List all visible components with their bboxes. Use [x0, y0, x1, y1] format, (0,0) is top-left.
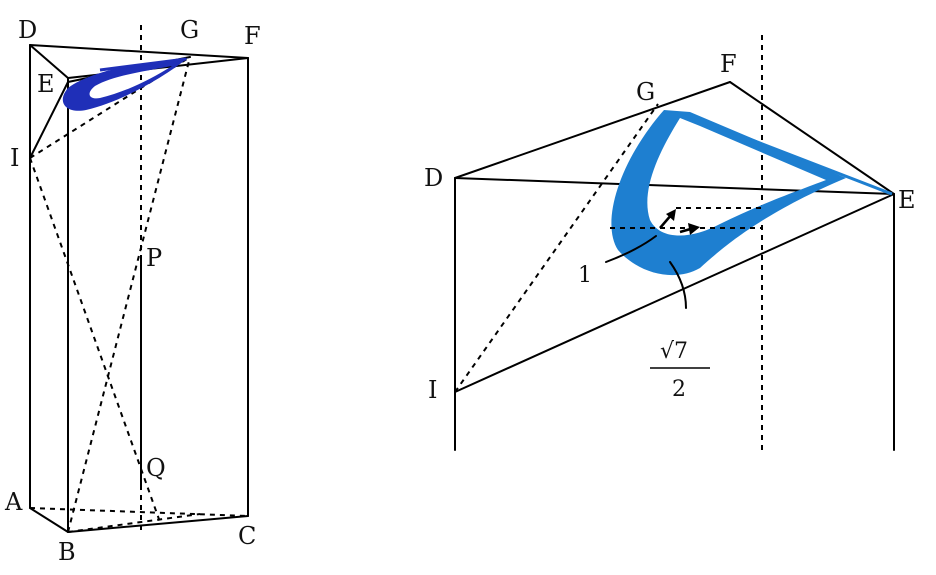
- label-E: E: [37, 70, 55, 98]
- edge-DF: [29, 44, 249, 59]
- edge-IE: [29, 81, 69, 159]
- arrowhead-outer: [688, 223, 700, 235]
- label-E: E: [898, 186, 916, 214]
- leader-1: [605, 235, 657, 263]
- label-F: F: [244, 22, 261, 50]
- ring-region-right: [611, 110, 846, 276]
- edge-FE: [729, 81, 895, 195]
- hidden-IQ: [29, 157, 161, 523]
- edge-DE: [29, 44, 69, 79]
- arrowhead-inner: [666, 209, 676, 221]
- label-D: D: [18, 16, 37, 44]
- left-prism-figure: D G F E I P Q A B C: [4, 16, 261, 566]
- edge-DE: [454, 177, 895, 195]
- leader-sqrt7-2: [669, 261, 687, 309]
- edge-DF: [454, 81, 731, 179]
- label-sqrt7-denominator: 2: [672, 377, 686, 402]
- label-G: G: [180, 16, 199, 44]
- label-C: C: [238, 522, 256, 550]
- right-prism-figure: D G F E I 1 √7 2: [424, 35, 916, 451]
- label-A: A: [4, 488, 23, 516]
- label-F: F: [720, 50, 737, 78]
- label-sqrt7-numerator: √7: [660, 339, 688, 364]
- edge-IE: [454, 193, 895, 393]
- label-B: B: [58, 538, 76, 566]
- hidden-edge-AC: [29, 507, 249, 517]
- hidden-IG: [29, 56, 191, 159]
- ring-left-chord: [99, 57, 187, 72]
- label-radius-1: 1: [578, 263, 592, 288]
- label-G: G: [636, 78, 655, 106]
- edge-AB: [29, 507, 69, 533]
- label-P: P: [146, 244, 162, 272]
- ring-region-left: [62, 58, 188, 111]
- hidden-IG: [454, 103, 659, 393]
- label-Q: Q: [146, 454, 166, 482]
- ring-right-chord: [689, 114, 893, 196]
- edge-BC: [67, 515, 249, 533]
- hidden-B-base: [67, 513, 201, 533]
- label-I: I: [428, 376, 437, 404]
- hidden-BG: [67, 56, 191, 533]
- label-I: I: [10, 144, 19, 172]
- label-D: D: [424, 164, 443, 192]
